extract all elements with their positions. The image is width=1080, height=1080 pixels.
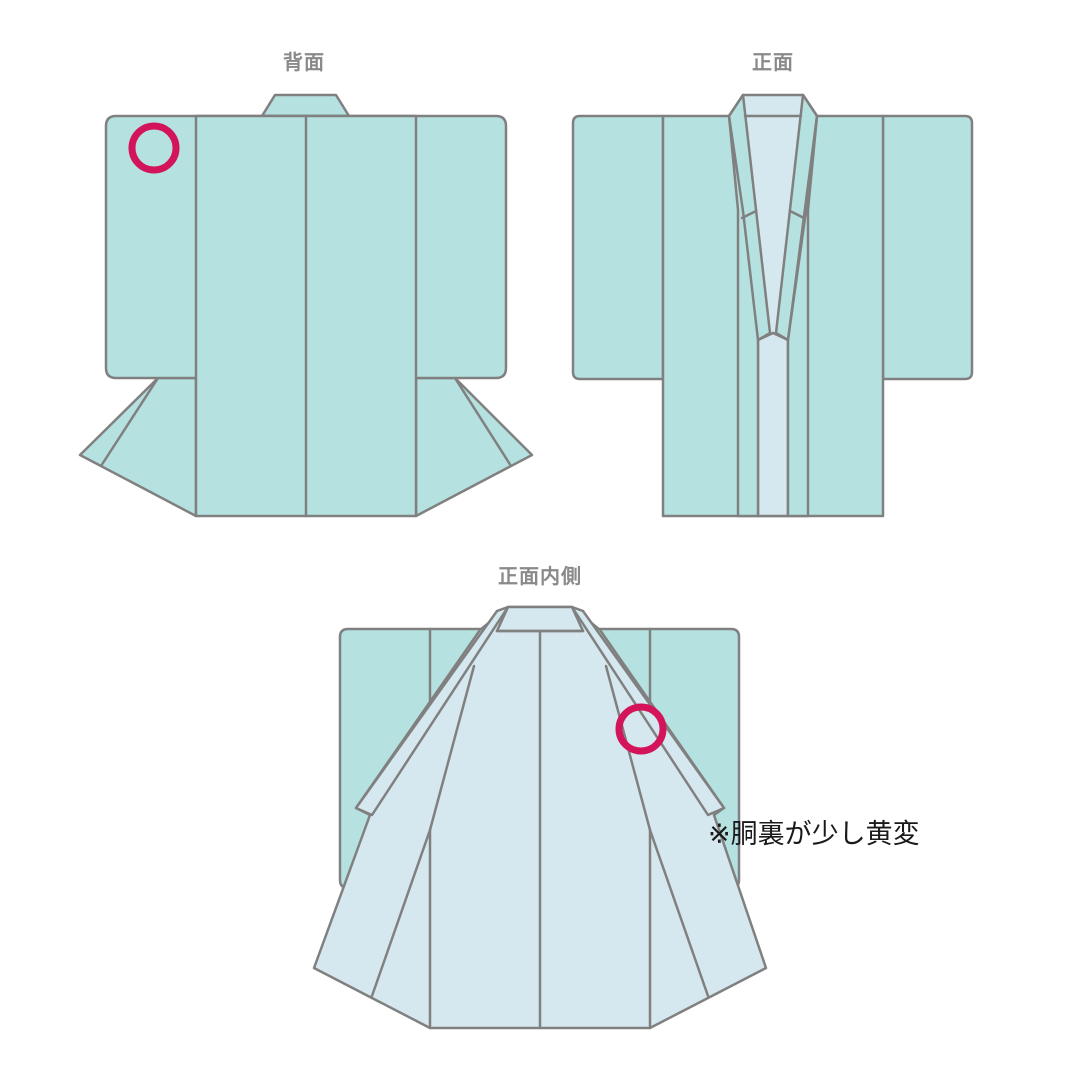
front-inside-view-diagram [312, 605, 768, 1030]
damage-marker-back [128, 122, 180, 174]
front-sleeve-left [571, 114, 665, 381]
damage-marker-inside [615, 703, 667, 755]
back-collar [260, 93, 351, 118]
inside-collar-left [354, 605, 510, 817]
back-skirt-left [78, 376, 198, 518]
yellowing-note: ※胴裏が少し黄変 [708, 819, 920, 850]
back-view-diagram [78, 93, 534, 518]
front-view-label: 正面 [752, 50, 794, 74]
back-view-label: 背面 [283, 50, 325, 74]
back-skirt-right [414, 376, 534, 518]
front-view-diagram [571, 93, 974, 518]
front-sleeve-right [881, 114, 974, 381]
front-inside-view-label: 正面内側 [498, 564, 582, 588]
